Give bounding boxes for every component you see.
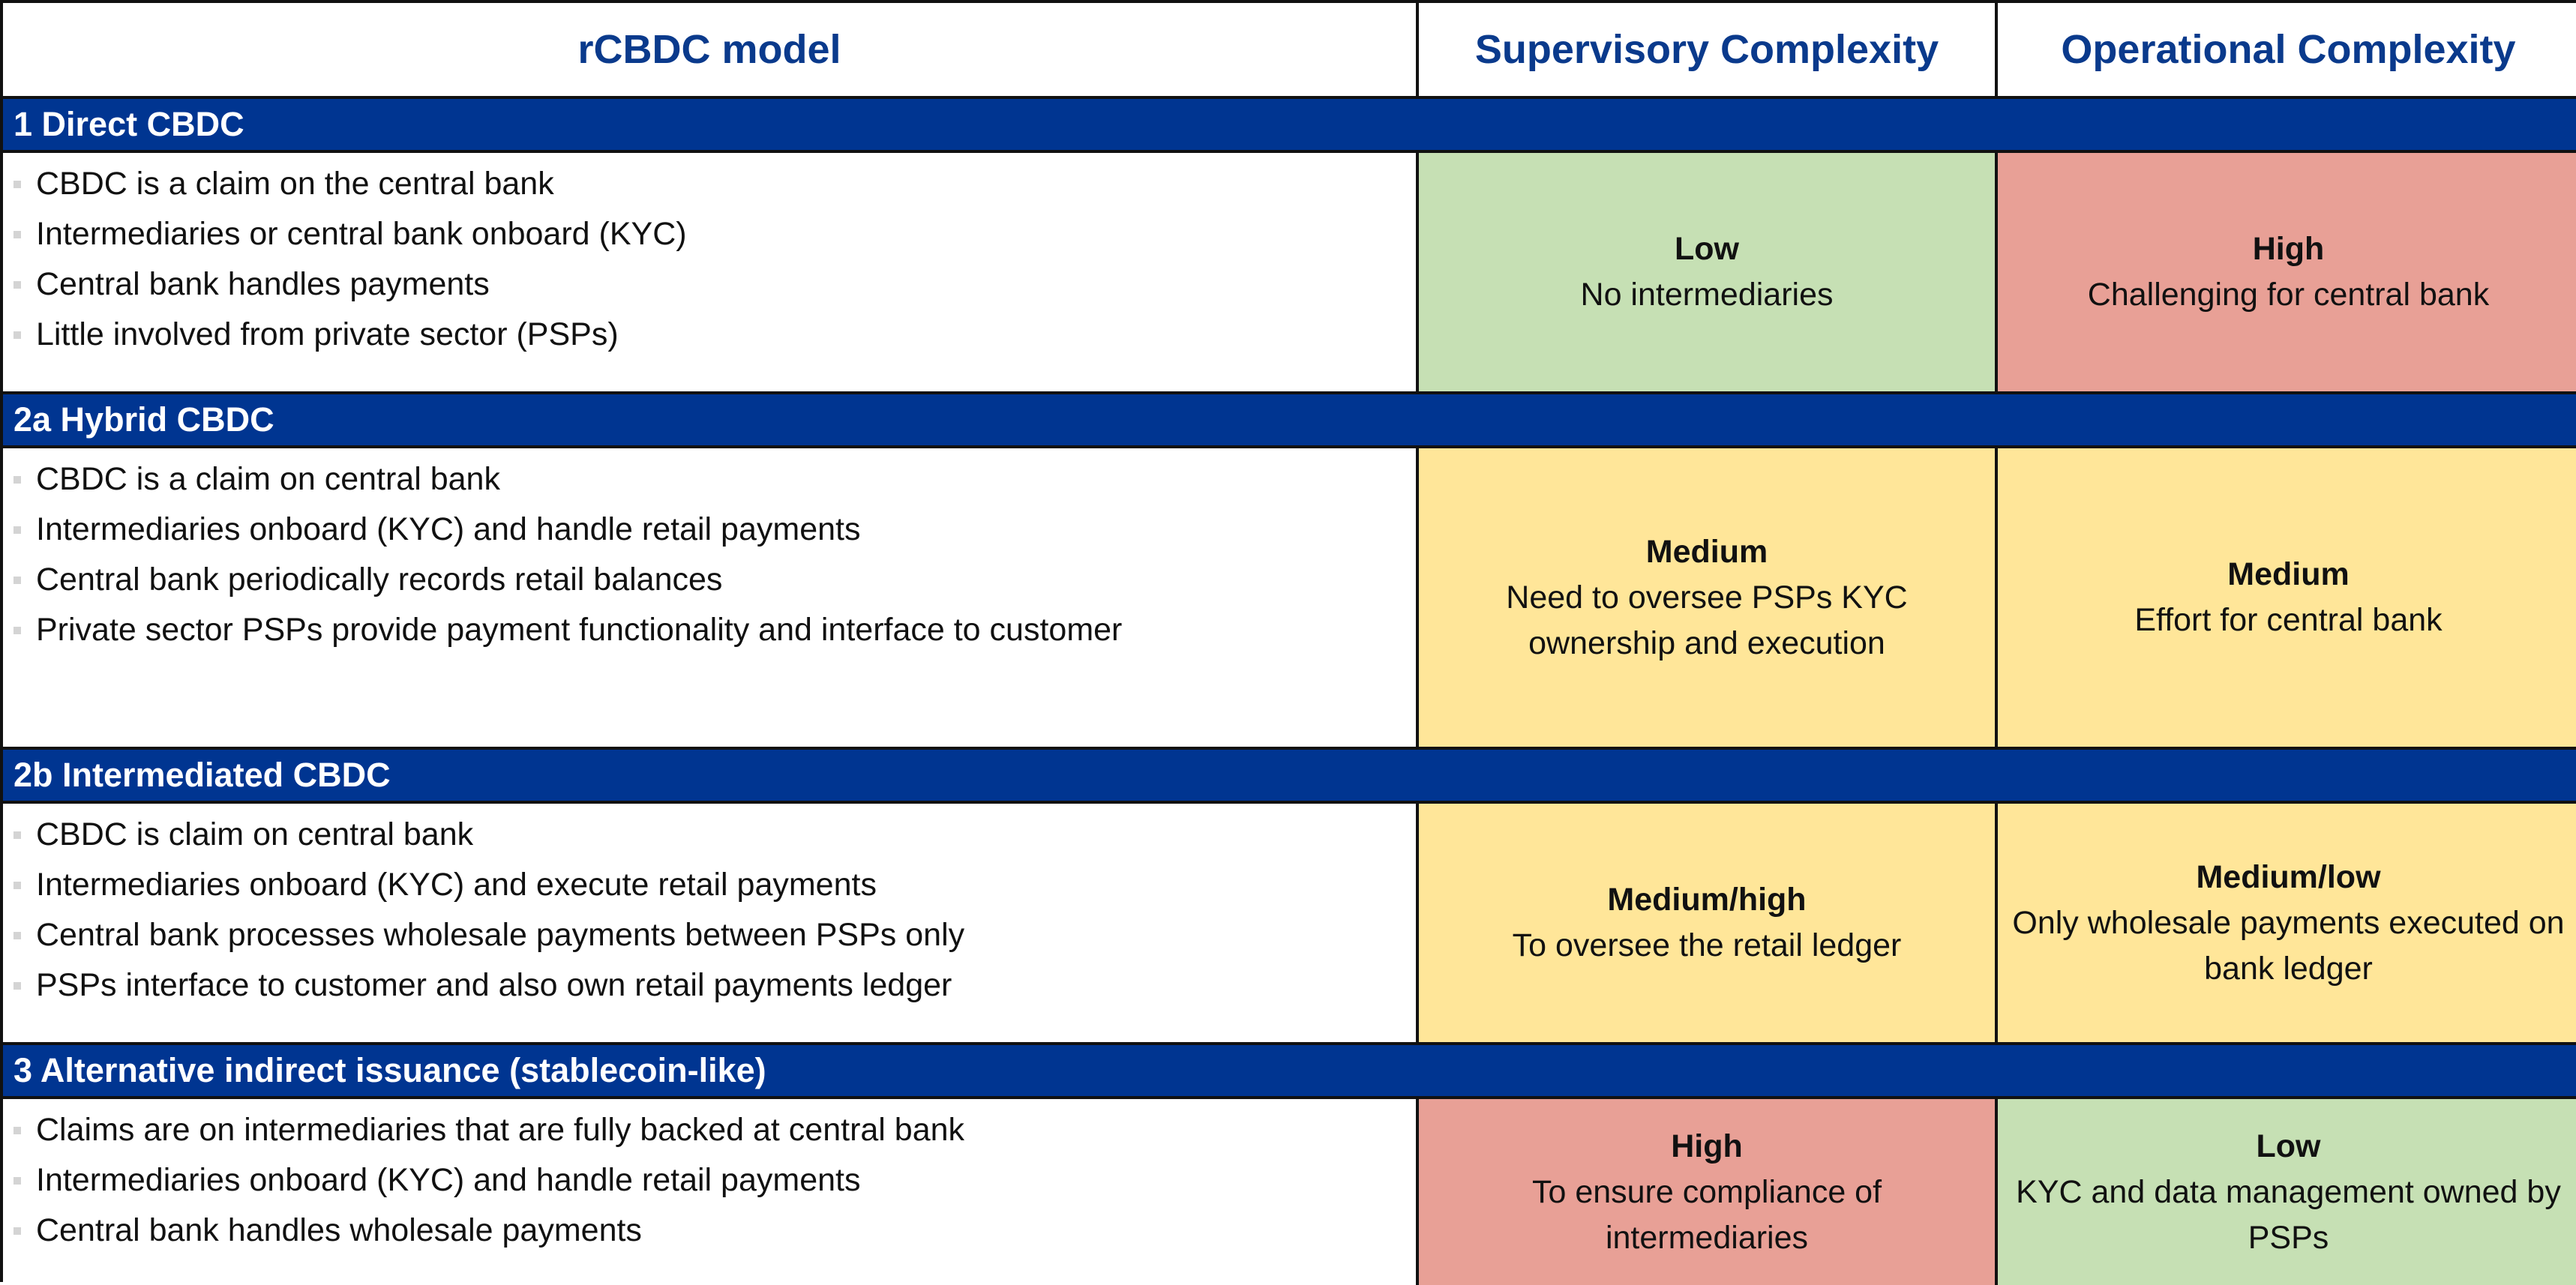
- list-item: PSPs interface to customer and also own …: [13, 960, 1416, 1011]
- bullet-text: PSPs interface to customer and also own …: [36, 967, 952, 1003]
- complexity-note: Challenging for central bank: [2087, 277, 2490, 313]
- complexity-note: Need to oversee PSPs KYC ownership and e…: [1506, 579, 1908, 661]
- complexity-note: To ensure compliance of intermediaries: [1531, 1173, 1882, 1256]
- list-item: Private sector PSPs provide payment func…: [13, 605, 1416, 655]
- bullet-text: Private sector PSPs provide payment func…: [36, 612, 1123, 648]
- bullet-icon: [13, 831, 21, 839]
- bullet-icon: [13, 1126, 21, 1134]
- bullet-icon: [13, 280, 21, 289]
- complexity-note: To oversee the retail ledger: [1512, 927, 1902, 963]
- list-item: Central bank handles payments: [13, 259, 1416, 310]
- bullet-text: Central bank periodically records retail…: [36, 562, 723, 598]
- bullet-icon: [13, 180, 21, 188]
- complexity-level: High: [1671, 1128, 1743, 1164]
- list-item: Central bank handles wholesale payments: [13, 1206, 1416, 1256]
- header-rcbdc-model: rCBDC model: [3, 3, 1419, 99]
- bullet-text: CBDC is a claim on the central bank: [36, 166, 554, 202]
- bullet-text: Intermediaries onboard (KYC) and execute…: [36, 867, 877, 903]
- bullet-text: Intermediaries or central bank onboard (…: [36, 216, 687, 252]
- section-title: 2b Intermediated CBDC: [3, 750, 2576, 804]
- bullet-text: Central bank handles payments: [36, 266, 490, 302]
- bullet-icon: [13, 626, 21, 634]
- section-title: 2a Hybrid CBDC: [3, 394, 2576, 448]
- list-item: Intermediaries onboard (KYC) and handle …: [13, 1155, 1416, 1206]
- bullet-text: Intermediaries onboard (KYC) and handle …: [36, 511, 861, 547]
- complexity-level: High: [2252, 231, 2325, 267]
- bullet-text: Intermediaries onboard (KYC) and handle …: [36, 1162, 861, 1198]
- complexity-level: Low: [1675, 231, 1739, 267]
- bullet-text: Central bank handles wholesale payments: [36, 1212, 642, 1248]
- bullet-icon: [13, 881, 21, 889]
- section-title: 1 Direct CBDC: [3, 99, 2576, 153]
- list-item: Central bank processes wholesale payment…: [13, 910, 1416, 960]
- complexity-note: No intermediaries: [1580, 277, 1834, 313]
- bullet-icon: [13, 931, 21, 939]
- bullet-icon: [13, 576, 21, 584]
- list-item: CBDC is a claim on the central bank: [13, 159, 1416, 209]
- bullet-icon: [13, 1176, 21, 1185]
- header-operational-complexity: Operational Complexity: [1998, 3, 2576, 99]
- list-item: Central bank periodically records retail…: [13, 555, 1416, 605]
- list-item: CBDC is claim on central bank: [13, 810, 1416, 860]
- supervisory-complexity-rating: Low No intermediaries: [1419, 153, 1998, 394]
- complexity-level: Medium: [1645, 533, 1768, 570]
- supervisory-complexity-rating: High To ensure compliance of intermediari…: [1419, 1099, 1998, 1285]
- bullet-icon: [13, 230, 21, 238]
- complexity-level: Medium/low: [2196, 858, 2381, 895]
- model-description: Claims are on intermediaries that are fu…: [3, 1099, 1419, 1285]
- supervisory-complexity-rating: Medium/high To oversee the retail ledger: [1419, 804, 1998, 1045]
- bullet-text: Central bank processes wholesale payment…: [36, 917, 965, 953]
- bullet-icon: [13, 1227, 21, 1235]
- list-item: Little involved from private sector (PSP…: [13, 310, 1416, 360]
- complexity-level: Medium: [2227, 556, 2350, 592]
- bullet-icon: [13, 331, 21, 339]
- complexity-note: Only wholesale payments executed on bank…: [2012, 904, 2565, 987]
- bullet-text: CBDC is claim on central bank: [36, 816, 474, 852]
- bullet-icon: [13, 981, 21, 990]
- complexity-level: Low: [2256, 1128, 2321, 1164]
- list-item: Claims are on intermediaries that are fu…: [13, 1105, 1416, 1155]
- complexity-note: KYC and data management owned by PSPs: [2016, 1173, 2561, 1256]
- bullet-icon: [13, 475, 21, 484]
- bullet-icon: [13, 526, 21, 534]
- bullet-text: Claims are on intermediaries that are fu…: [36, 1112, 965, 1148]
- complexity-level: Medium/high: [1607, 882, 1807, 918]
- list-item: Intermediaries onboard (KYC) and execute…: [13, 860, 1416, 910]
- section-title: 3 Alternative indirect issuance (stablec…: [3, 1045, 2576, 1099]
- header-supervisory-complexity: Supervisory Complexity: [1419, 3, 1998, 99]
- bullet-text: CBDC is a claim on central bank: [36, 461, 500, 497]
- list-item: Intermediaries or central bank onboard (…: [13, 209, 1416, 259]
- complexity-note: Effort for central bank: [2134, 602, 2443, 638]
- list-item: CBDC is a claim on central bank: [13, 454, 1416, 505]
- list-item: Intermediaries onboard (KYC) and handle …: [13, 505, 1416, 555]
- bullet-text: Little involved from private sector (PSP…: [36, 316, 619, 352]
